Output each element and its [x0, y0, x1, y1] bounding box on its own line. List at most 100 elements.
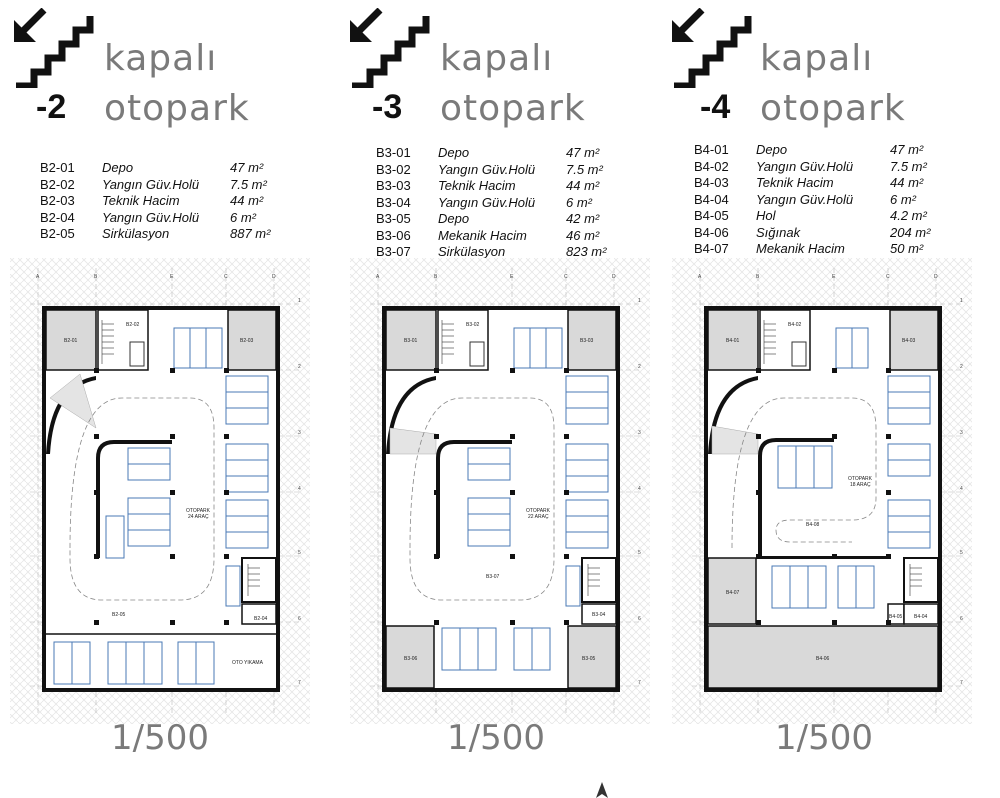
grid-row-label: 6	[298, 616, 301, 622]
room-label: B4-01	[726, 338, 740, 344]
grid-row-label: 6	[638, 616, 641, 622]
room-label: B3-06	[404, 656, 418, 662]
level-number: -2	[36, 88, 67, 126]
grid-row-label: 4	[960, 486, 963, 492]
room-label: B4-06	[816, 656, 830, 662]
room-name: Sığınak	[756, 224, 801, 240]
room-code: B3-06	[376, 227, 411, 243]
exterior-wall	[42, 306, 280, 692]
grid-col-label: C	[886, 274, 890, 280]
room-name: Mekanik Hacim	[756, 241, 845, 256]
parking-label: OTOPARK	[186, 508, 211, 514]
title-line2: otopark	[440, 88, 586, 129]
room-code: B2-03	[40, 193, 75, 208]
room-label: B3-07	[486, 574, 500, 580]
room-code: B3-05	[376, 211, 411, 226]
room-label: B4-04	[914, 614, 928, 620]
room-area: 7.5 m²	[890, 158, 927, 174]
room-label: B3-03	[580, 338, 594, 344]
grid-col-label: B	[756, 274, 760, 280]
grid-row-label: 4	[638, 486, 641, 492]
grid-row-label: 5	[298, 550, 301, 556]
grid-row-label: 7	[298, 680, 301, 686]
room-label: B4-07	[726, 590, 740, 596]
room-name: Hol	[756, 208, 776, 223]
grid-row-label: 6	[960, 616, 963, 622]
grid-col-label: E	[832, 274, 836, 280]
room-row: B3-02 Yangın Güv.Holü 7.5 m²	[376, 162, 626, 179]
room-name: Yangın Güv.Holü	[438, 161, 536, 177]
title-line1: kapalı	[760, 38, 874, 79]
stairs-down-icon	[350, 8, 430, 88]
room-code: B4-06	[694, 224, 729, 240]
room-area: 4.2 m²	[890, 208, 927, 223]
room-name: Yangın Güv.Holü	[438, 194, 536, 210]
room-code: B2-02	[40, 176, 75, 192]
grid-col-label: C	[564, 274, 568, 280]
parking-label: 22 ARAÇ	[528, 514, 549, 520]
parking-label: 24 ARAÇ	[188, 514, 209, 520]
room-area: 6 m²	[230, 209, 256, 225]
room-name: Teknik Hacim	[438, 178, 516, 193]
room-label: B4-05	[889, 614, 903, 620]
room-mechanical	[707, 557, 757, 625]
grid-row-label: 2	[960, 364, 963, 370]
room-name: Teknik Hacim	[756, 175, 834, 190]
room-shelter	[707, 625, 939, 689]
room-code: B3-03	[376, 178, 411, 193]
grid-col-label: D	[272, 274, 276, 280]
scale-label: 1/500	[447, 718, 545, 758]
room-label: B2-01	[64, 338, 78, 344]
title-line1: kapalı	[104, 38, 218, 79]
grid-row-label: 2	[638, 364, 641, 370]
room-storage	[707, 309, 759, 371]
room-area: 204 m²	[890, 224, 931, 240]
grid-row-label: 1	[960, 298, 963, 304]
room-name: Depo	[438, 211, 470, 226]
room-area: 44 m²	[890, 175, 924, 190]
room-storage	[45, 309, 97, 371]
room-code: B3-04	[376, 194, 411, 210]
level-number: -4	[700, 88, 731, 126]
grid-col-label: A	[698, 274, 702, 280]
room-label: B4-08	[806, 522, 820, 528]
room-name: Yangın Güv.Holü	[102, 209, 200, 225]
room-name: Yangın Güv.Holü	[102, 176, 200, 192]
grid-row-label: 7	[960, 680, 963, 686]
room-area: 47 m²	[566, 145, 600, 160]
grid-row-label: 5	[638, 550, 641, 556]
room-label: B4-02	[788, 322, 802, 328]
room-code: B3-02	[376, 161, 411, 177]
room-area: 887 m²	[230, 226, 271, 241]
floor-plan: A B E C D 1 2 3 4 5 6 7	[350, 258, 650, 724]
title-line1: kapalı	[440, 38, 554, 79]
room-code: B4-03	[694, 175, 729, 190]
room-name: Yangın Güv.Holü	[756, 191, 854, 207]
room-area: 44 m²	[230, 193, 264, 208]
grid-row-label: 5	[960, 550, 963, 556]
room-code: B4-01	[694, 142, 729, 157]
room-area: 7.5 m²	[230, 176, 267, 192]
floor-plan: A B E C D 1 2 3 4 5 6 7	[10, 258, 310, 724]
grid-row-label: 1	[298, 298, 301, 304]
room-label: B3-04	[592, 612, 606, 618]
room-label: B3-02	[466, 322, 480, 328]
room-area: 7.5 m²	[566, 161, 603, 177]
room-label: B3-01	[404, 338, 418, 344]
room-name: Yangın Güv.Holü	[756, 158, 854, 174]
room-name: Mekanik Hacim	[438, 227, 527, 243]
grid-row-label: 7	[638, 680, 641, 686]
